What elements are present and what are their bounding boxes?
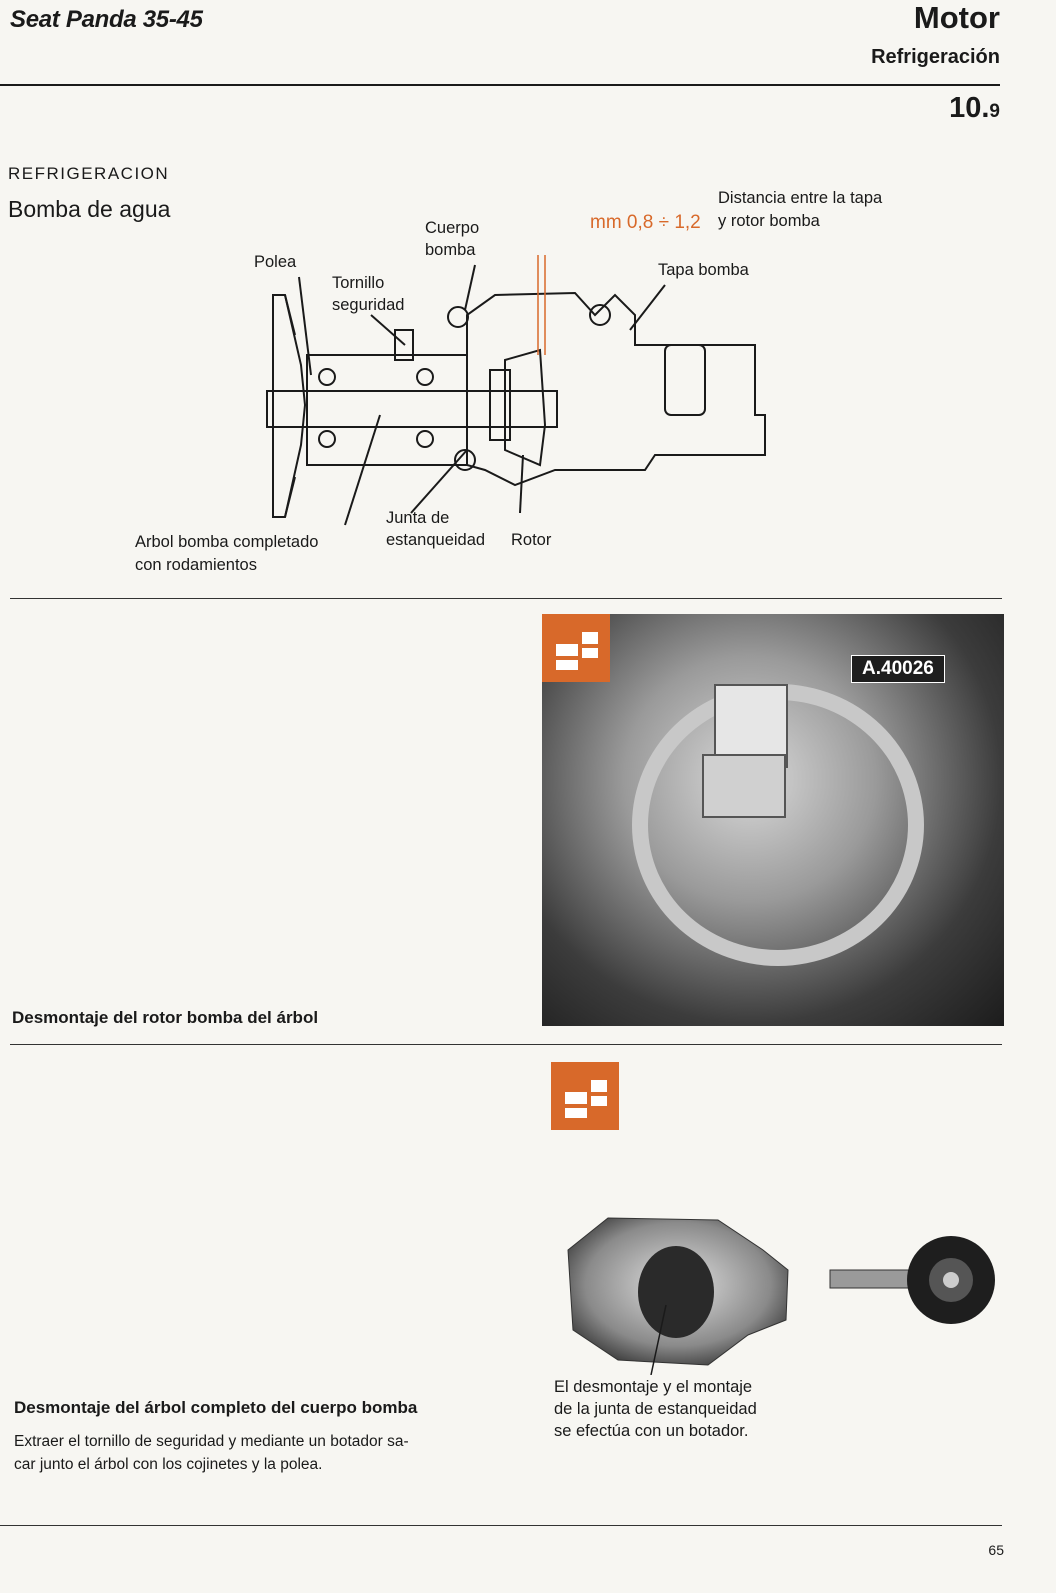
label-rotor: Rotor xyxy=(511,531,552,549)
label-polea: Polea xyxy=(254,253,297,271)
label-tolerance: mm 0,8 ÷ 1,2 xyxy=(590,212,701,233)
label-distancia-1: Distancia entre la tapa xyxy=(718,189,883,207)
shaft-removal-text-2: car junto el árbol con los cojinetes y l… xyxy=(14,1456,323,1473)
procedure-icon-2 xyxy=(551,1062,619,1130)
section-title: Motor xyxy=(913,0,1000,35)
label-arbol-1: Arbol bomba completado xyxy=(135,533,319,551)
photo-caption-1: El desmontaje y el montaje xyxy=(554,1378,753,1396)
shaft-removal-caption: Desmontaje del árbol completo del cuerpo… xyxy=(14,1398,418,1417)
label-arbol-2: con rodamientos xyxy=(135,556,257,574)
manual-model-title: Seat Panda 35-45 xyxy=(10,6,203,33)
label-distancia-2: y rotor bomba xyxy=(718,212,820,230)
page-number: 65 xyxy=(988,1542,1004,1558)
label-junta-1: Junta de xyxy=(386,509,450,527)
label-tornillo-2: seguridad xyxy=(332,296,405,314)
rotor-removal-caption: Desmontaje del rotor bomba del árbol xyxy=(12,1008,319,1027)
photo-caption-3: se efectúa con un botador. xyxy=(554,1422,749,1440)
header-rule xyxy=(0,84,1000,86)
pump-parts-photo xyxy=(567,1217,995,1375)
water-pump-diagram xyxy=(266,255,766,526)
label-cuerpo-2: bomba xyxy=(425,241,476,259)
footer-rule xyxy=(0,1525,1002,1526)
label-tornillo-1: Tornillo xyxy=(332,274,385,292)
photo-caption-2: de la junta de estanqueidad xyxy=(554,1400,757,1418)
rotor-shape xyxy=(504,348,547,467)
pulley-shape xyxy=(272,294,307,518)
section-divider-2 xyxy=(10,1044,1002,1045)
label-cuerpo-1: Cuerpo xyxy=(425,219,480,237)
label-tapa: Tapa bomba xyxy=(658,261,749,279)
section-heading: Bomba de agua xyxy=(8,196,171,222)
shaft-shape xyxy=(266,390,558,428)
label-junta-2: estanqueidad xyxy=(386,531,486,549)
procedure-icon xyxy=(542,614,610,682)
subsection-title: Refrigeración xyxy=(871,46,1000,68)
page-code: 10.9 xyxy=(949,92,1000,124)
tool-tag: A.40026 xyxy=(851,655,945,683)
pump-body-shape xyxy=(466,291,766,487)
section-label: REFRIGERACION xyxy=(8,164,170,183)
section-divider-1 xyxy=(10,598,1002,599)
shaft-removal-text-1: Extraer el tornillo de seguridad y media… xyxy=(14,1433,409,1450)
